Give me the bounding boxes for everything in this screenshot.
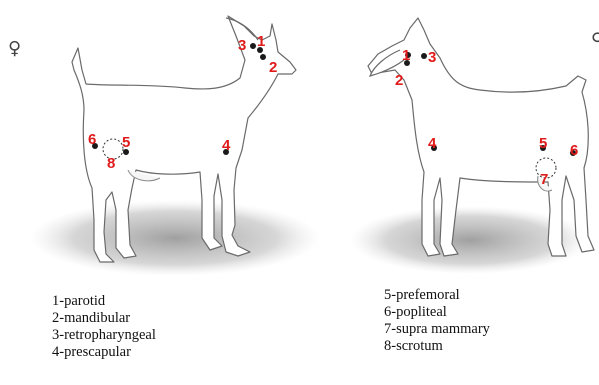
legend-item-retropharyngeal: 3-retropharyngeal [52,327,156,344]
left-goat-node-label-4: 4 [222,137,231,154]
left-goat-node-dot-2 [260,54,266,60]
right-goat-node-label-4: 4 [428,135,437,152]
legend-item-prescapular: 4-prescapular [52,344,156,361]
left-goat [30,16,320,276]
legend-item-mandibular: 2-mandibular [52,310,156,327]
legend-right: 5-prefemoral 6-popliteal 7-supra mammary… [384,287,490,355]
right-goat-node-dot-3 [421,53,427,59]
legend-item-parotid: 1-parotid [52,293,156,310]
legend-item-popliteal: 6-popliteal [384,304,490,321]
left-goat-node-dot-3 [250,43,256,49]
right-goat-node-label-5: 5 [539,135,547,152]
left-goat-shadow [30,200,320,276]
legend-item-scrotum: 8-scrotum [384,338,490,355]
left-goat-node-label-2: 2 [269,59,277,76]
left-goat-node-label-6: 6 [88,131,96,148]
right-goat-node-label-2: 2 [395,72,403,89]
legend-left: 1-parotid 2-mandibular 3-retropharyngeal… [52,293,156,361]
right-goat [350,18,594,274]
right-goat-node-label-3: 3 [428,49,436,66]
legend-item-prefemoral: 5-prefemoral [384,287,490,304]
right-goat-node-label-7: 7 [540,171,548,188]
right-goat-node-dot-2 [404,60,410,66]
right-goat-node-label-6: 6 [570,142,578,159]
left-goat-node-label-1: 1 [257,33,265,50]
left-goat-node-label-3: 3 [238,37,246,54]
left-goat-node-label-8: 8 [107,155,115,172]
legend-item-supra-mammary: 7-supra mammary [384,321,490,338]
